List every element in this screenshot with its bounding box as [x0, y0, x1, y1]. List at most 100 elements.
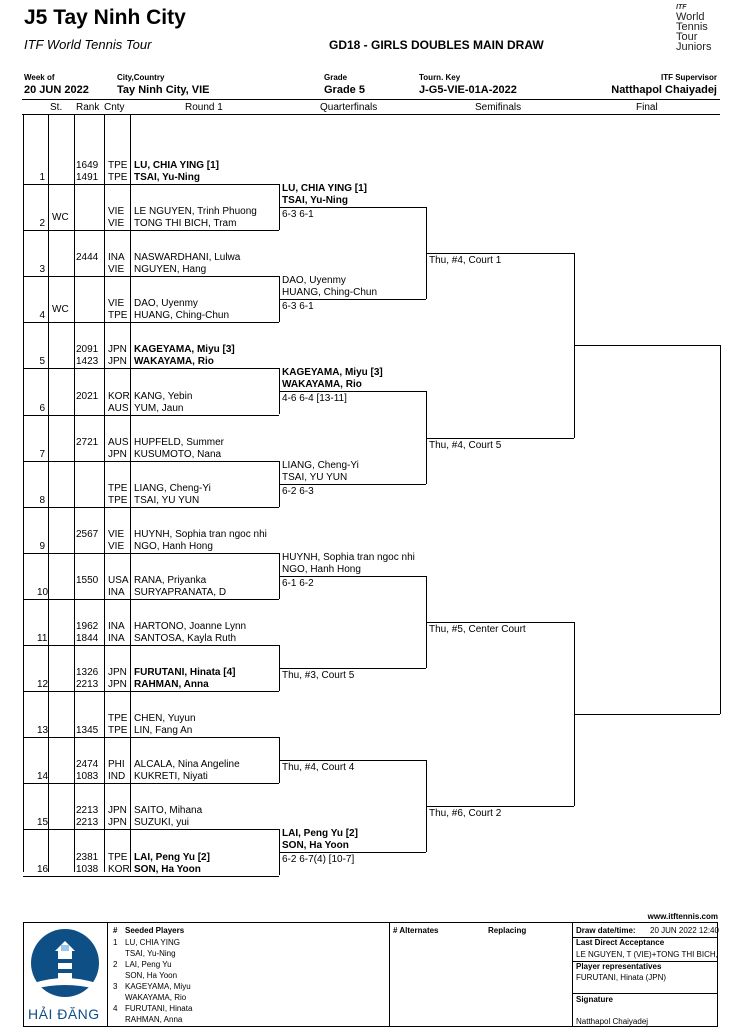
player-rank: 2091 [76, 344, 99, 356]
seed-number: 4 [113, 1004, 118, 1013]
match-line [23, 737, 279, 739]
qf-line [279, 760, 426, 762]
player-country: JPN [108, 679, 127, 691]
draw-date-label: Draw date/time: [576, 926, 636, 935]
qf-team-player: HUANG, Ching-Chun [282, 287, 378, 299]
qf-line [279, 299, 426, 301]
bracket-connector [426, 391, 427, 484]
player-country: JPN [108, 817, 127, 829]
seeded-title: Seeded Players [125, 926, 185, 935]
player-country: AUS [108, 436, 129, 448]
footer-sep-2 [389, 922, 390, 1027]
match-line [23, 691, 279, 693]
qf-team-player: HUYNH, Sophia tran ngoc nhi [282, 551, 415, 563]
qf-score: 6-2 6-7(4) [10-7] [282, 854, 355, 866]
sf-schedule: Thu, #5, Center Court [429, 623, 526, 635]
qf-score: 6-2 6-3 [282, 485, 314, 497]
qf-team-player: LIANG, Cheng-Yi [282, 459, 359, 471]
player-rank: 1423 [76, 356, 99, 368]
player-country: TPE [108, 160, 128, 171]
sf-line [426, 253, 574, 255]
player-rank: 1962 [76, 621, 99, 632]
player-country: VIE [108, 264, 125, 276]
columns-divider [22, 114, 720, 115]
sf-schedule: Thu, #4, Court 1 [429, 255, 502, 267]
week-label: Week of [24, 73, 55, 82]
player-country: TPE [108, 725, 128, 737]
sf-line [426, 437, 574, 439]
draw-position: 6 [39, 402, 45, 414]
col-sf: Semifinals [475, 102, 522, 113]
draw-name: GD18 - GIRLS DOUBLES MAIN DRAW [329, 38, 544, 52]
rep-label: Player representatives [576, 962, 662, 971]
logo-text: HẢI ĐĂNG [28, 1006, 100, 1022]
alternates-title: # Alternates [393, 926, 439, 935]
qf-team-player: LU, CHIA YING [1] [282, 183, 368, 195]
seed-number: 2 [113, 960, 118, 969]
player-country: JPN [108, 356, 127, 368]
player-country: VIE [108, 298, 125, 310]
player-country: VIE [108, 540, 125, 552]
player-rank: 2381 [76, 851, 99, 863]
draw-position: 1 [39, 172, 45, 183]
player-country: IND [108, 771, 126, 783]
match-line [23, 506, 279, 508]
replacing-title: Replacing [488, 926, 527, 935]
qf-team-player: TSAI, Yu-Ning [282, 195, 348, 207]
player-rank: 2474 [76, 759, 99, 771]
player-name: KAGEYAMA, Miyu [3] [134, 344, 235, 356]
draw-position: 2 [39, 218, 45, 230]
player-name: TSAI, Yu-Ning [134, 172, 200, 183]
lighthouse-icon [31, 929, 99, 997]
seed-player: WAKAYAMA, Rio [125, 993, 187, 1002]
player-rank: 2213 [76, 805, 99, 817]
player-name: HUYNH, Sophia tran ngoc nhi [134, 528, 267, 540]
logo-line: Juniors [676, 41, 712, 53]
player-rank: 1038 [76, 863, 99, 875]
player-name: NGUYEN, Hang [134, 264, 207, 276]
match-line [23, 460, 279, 462]
match-line [23, 276, 279, 278]
col-cnty: Cnty [104, 102, 125, 113]
page-title: J5 Tay Ninh City [24, 6, 186, 29]
final-line [574, 714, 720, 716]
bracket-connector [279, 737, 280, 784]
player-name: LIN, Fang An [134, 725, 193, 737]
player-rank: 2213 [76, 817, 99, 829]
draw-position: 10 [37, 586, 49, 598]
grade-label: Grade [324, 73, 348, 82]
seed-number: 1 [113, 938, 118, 947]
grid-line [104, 115, 105, 872]
player-country: TPE [108, 494, 128, 506]
player-country: TPE [108, 172, 128, 183]
qf-score: 4-6 6-4 [13-11] [282, 393, 347, 405]
rep-value: FURUTANI, Hinata (JPN) [576, 973, 667, 982]
match-line [23, 875, 279, 877]
player-name: NGO, Hanh Hong [134, 540, 213, 552]
seed-player: FURUTANI, Hinata [125, 1004, 193, 1013]
draw-date-value: 20 JUN 2022 12:40 [650, 926, 719, 935]
player-rank: 2444 [76, 252, 99, 264]
player-country: INA [108, 621, 125, 632]
player-country: PHI [108, 759, 125, 771]
signature-value: Natthapol Chaiyadej [576, 1017, 649, 1026]
grid-line [74, 115, 75, 872]
player-name: YUM, Jaun [134, 402, 184, 414]
player-country: INA [108, 633, 125, 644]
col-round1: Round 1 [185, 102, 223, 113]
player-rank: 1649 [76, 160, 99, 171]
draw-position: 13 [37, 725, 49, 737]
player-country: TPE [108, 851, 128, 863]
lda-value: LE NGUYEN, T (VIE)+TONG THI BICH, T [576, 950, 717, 959]
logo-line: Tour [676, 31, 698, 43]
player-name: TSAI, YU YUN [134, 494, 200, 506]
player-rank: 1083 [76, 771, 99, 783]
player-name: SURYAPRANATA, D [134, 586, 227, 598]
player-name: KANG, Yebin [134, 390, 193, 402]
city-value: Tay Ninh City, VIE [117, 84, 210, 96]
player-country: INA [108, 252, 125, 264]
qf-score: Thu, #3, Court 5 [282, 670, 355, 682]
lda-label: Last Direct Acceptance [576, 938, 665, 947]
player-name: SANTOSA, Kayla Ruth [134, 633, 237, 644]
